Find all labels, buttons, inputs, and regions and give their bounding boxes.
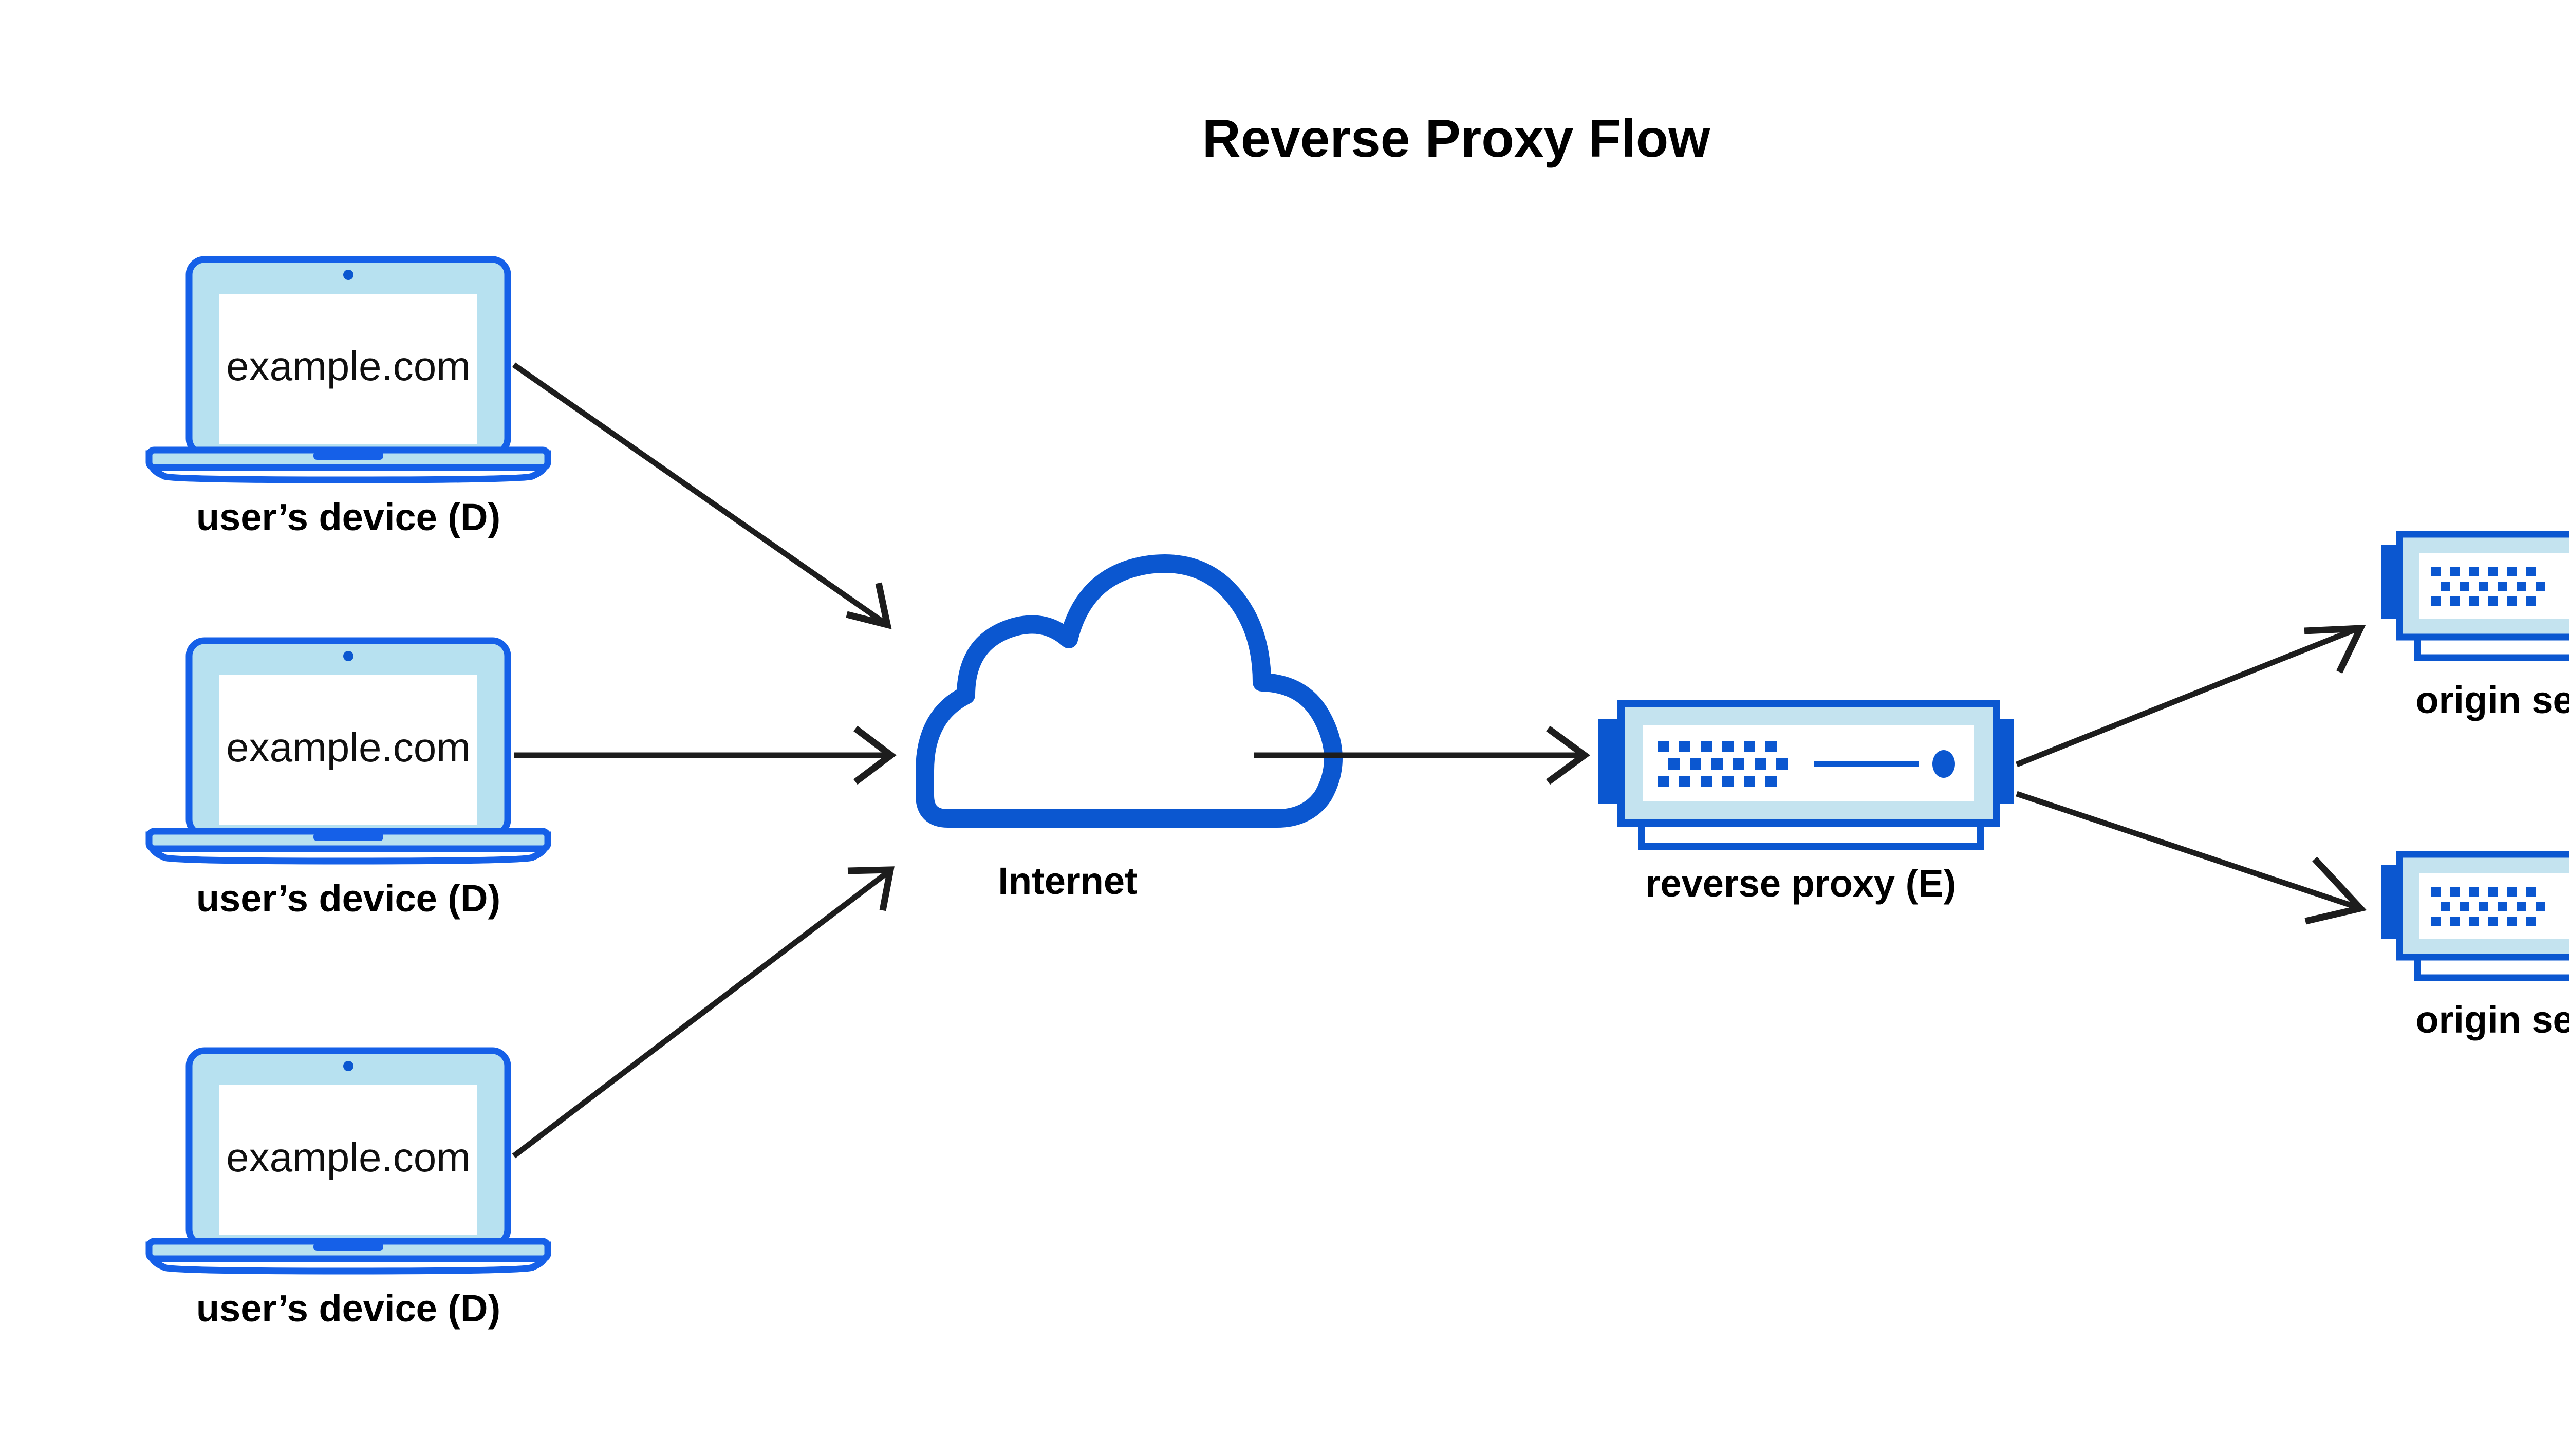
laptop-camera-icon: [343, 270, 353, 280]
device-2-label: user’s device (D): [196, 877, 500, 920]
laptop-icon: example.com: [145, 1047, 551, 1275]
server-dot-matrix-icon: [2431, 887, 2545, 926]
arrow-line: [2016, 791, 2357, 910]
device-3-label: user’s device (D): [196, 1287, 500, 1330]
cloud-icon: [916, 554, 1343, 828]
laptop-icon: example.com: [145, 256, 551, 483]
laptop-screen: [219, 294, 477, 444]
arrow-head-icon: [846, 582, 892, 629]
edge-device2-internet: [514, 725, 897, 785]
server-icon: [1598, 700, 2014, 850]
origin-server-2-label: origin server (F): [2415, 998, 2569, 1041]
arrow-line: [512, 871, 888, 1159]
edge-internet-proxy: [1254, 725, 1591, 785]
arrow-head-icon: [2304, 856, 2367, 925]
server-dot-matrix-icon: [2431, 567, 2545, 606]
laptop-camera-icon: [343, 1061, 353, 1071]
laptop-screen-text: example.com: [226, 724, 471, 770]
arrow-line: [512, 362, 885, 624]
laptop-trackpad-notch: [313, 833, 383, 841]
arrow-head-icon: [847, 866, 895, 911]
device-1-label: user’s device (D): [196, 496, 500, 538]
server-icon: [2381, 531, 2569, 661]
laptop-screen-text: example.com: [226, 343, 471, 389]
laptop-screen: [219, 1085, 477, 1235]
server-status-dot-icon: [1932, 750, 1955, 778]
edge-device1-internet: [512, 362, 892, 629]
internet-label: Internet: [998, 860, 1137, 902]
laptop-trackpad-notch: [313, 1243, 383, 1251]
laptop-trackpad-notch: [313, 452, 383, 460]
edge-proxy-origin1: [2015, 625, 2366, 768]
server-dot-matrix-icon: [1658, 741, 1788, 787]
laptop-screen: [219, 675, 477, 825]
arrow-head-icon: [2304, 625, 2366, 674]
arrow-head-icon: [853, 725, 897, 785]
reverse-proxy-label: reverse proxy (E): [1646, 862, 1957, 905]
arrow-line: [2015, 626, 2357, 768]
laptop-screen-text: example.com: [226, 1134, 471, 1180]
server-icon: [2381, 851, 2569, 981]
server-status-line-icon: [1814, 761, 1919, 767]
laptop-camera-icon: [343, 651, 353, 661]
diagram-title: Reverse Proxy Flow: [1202, 109, 1711, 169]
origin-server-1-label: origin server (F): [2415, 679, 2569, 721]
laptop-icon: example.com: [145, 637, 551, 865]
edge-device3-internet: [512, 866, 895, 1159]
edge-proxy-origin2: [2016, 791, 2367, 925]
cloud-shape: [916, 554, 1343, 828]
arrow-head-icon: [1546, 725, 1591, 785]
